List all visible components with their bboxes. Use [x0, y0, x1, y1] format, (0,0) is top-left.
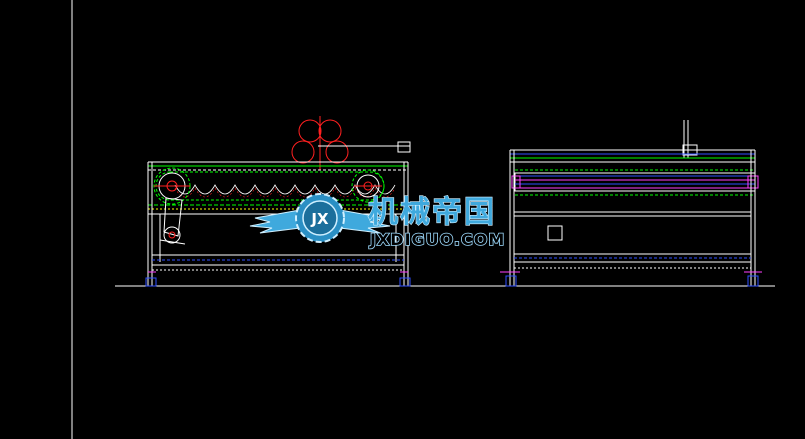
watermark-chinese-text: 机械帝国 — [368, 195, 496, 230]
front-elevation-view — [500, 120, 762, 287]
right-sprocket — [351, 169, 385, 203]
gear-icon: JX — [295, 193, 345, 243]
watermark-logo-letters: JX — [310, 210, 329, 228]
left-foot — [145, 277, 157, 287]
side-elevation-view — [145, 116, 411, 287]
front-left-foot — [505, 275, 517, 287]
right-foot — [399, 277, 411, 287]
drive-chain — [155, 171, 385, 201]
watermark-latin-text: JXDIGUO.COM — [369, 230, 505, 249]
tension-arm — [159, 197, 186, 245]
clover-cam — [291, 116, 349, 170]
motor-block — [547, 225, 563, 241]
watermark: JX 机械帝国 JXDIGUO.COM — [249, 193, 505, 250]
front-right-foot — [747, 275, 759, 287]
left-sprocket — [153, 167, 191, 205]
top-bracket — [397, 141, 411, 153]
watermark-wing-left — [249, 209, 301, 234]
watermark-wing-right — [339, 209, 391, 234]
